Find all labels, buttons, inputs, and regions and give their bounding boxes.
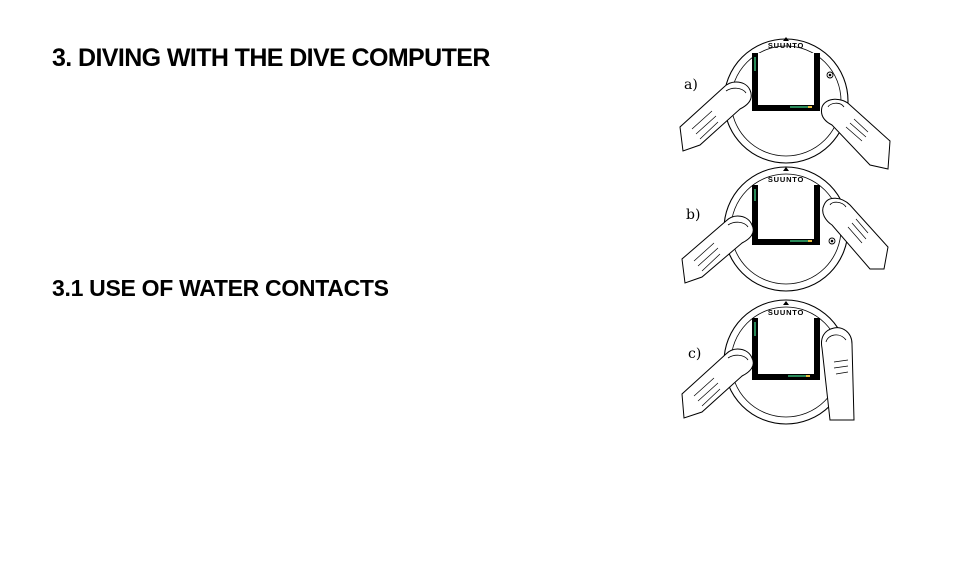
- dive-computer-icon: SUUNTO: [679, 37, 891, 170]
- finger-icon: [821, 98, 891, 170]
- figure-label: c): [688, 346, 702, 362]
- section-title: 3. DIVING WITH THE DIVE COMPUTER: [52, 44, 490, 72]
- figure-b: SUUNTO b): [670, 165, 900, 301]
- finger-icon: [681, 348, 754, 419]
- finger-icon: [821, 327, 855, 421]
- figure-label: a): [684, 77, 698, 93]
- figure-label: b): [686, 207, 701, 223]
- finger-icon: [681, 215, 754, 284]
- finger-icon: [822, 197, 889, 270]
- brand-logo: SUUNTO: [768, 308, 804, 317]
- dive-computer-icon: SUUNTO: [681, 166, 889, 292]
- figure-a: SUUNTO a): [670, 35, 900, 171]
- brand-logo: SUUNTO: [768, 175, 804, 184]
- subsection-title: 3.1 USE OF WATER CONTACTS: [52, 275, 389, 301]
- figure-c: SUUNTO c): [670, 299, 900, 436]
- dive-computer-icon: SUUNTO: [681, 299, 855, 425]
- brand-logo: SUUNTO: [768, 41, 804, 50]
- finger-icon: [679, 81, 752, 152]
